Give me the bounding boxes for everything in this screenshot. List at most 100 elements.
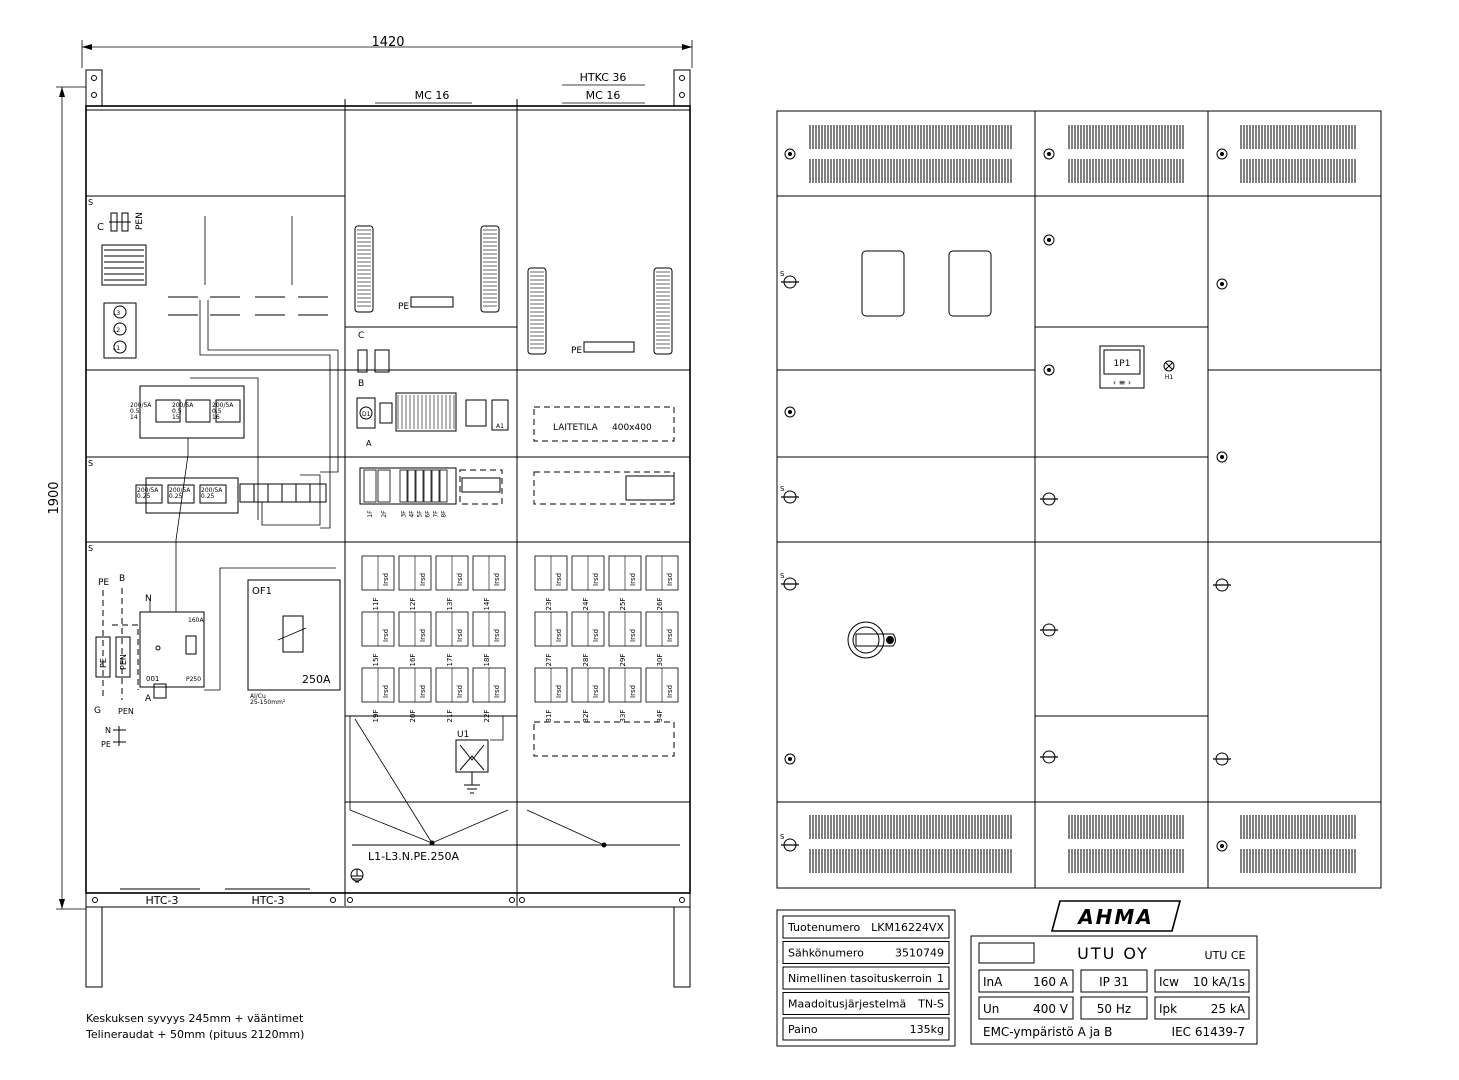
pen-label: PEN — [118, 707, 134, 716]
ct-label: 200/5A — [201, 487, 223, 494]
breaker-label: 14F — [483, 598, 491, 611]
rcd-label: Irsd — [629, 629, 637, 642]
a1-label: A1 — [496, 423, 504, 430]
laitetila-size: 400x400 — [612, 423, 652, 433]
htc-right-label: HTC-3 — [252, 894, 285, 907]
note-rails: Telineraudat + 50mm (pituus 2120mm) — [85, 1028, 304, 1041]
a-label: A — [145, 694, 152, 704]
nameplate-label: Nimellinen tasoituskerroin — [788, 972, 932, 985]
breaker-type: P250 — [186, 676, 201, 683]
emc-environment: EMC-ympäristö A ja B — [983, 1025, 1112, 1039]
nameplate-value: 1 — [937, 972, 944, 985]
ct-label: 15 — [172, 414, 180, 421]
rcd-label: Irsd — [592, 573, 600, 586]
ct-label: 200/5A — [130, 402, 152, 409]
breaker-label: 6F — [425, 510, 432, 518]
rcd-label: Irsd — [419, 629, 427, 642]
meter-label: 1P1 — [1114, 359, 1131, 369]
breaker-label: 1F — [367, 510, 374, 518]
rcd-label: Irsd — [382, 573, 390, 586]
fuse-label: L2 — [113, 327, 120, 334]
breaker-label: 19F — [372, 710, 380, 723]
ct-label: 14 — [130, 414, 138, 421]
breaker-rating: 160A — [188, 617, 204, 624]
breaker-label: 25F — [619, 598, 627, 611]
fuse-label: L1 — [113, 345, 120, 352]
company-name: UTU OY — [1077, 944, 1149, 963]
breaker-label: 21F — [446, 710, 454, 723]
ct-label: 16 — [212, 414, 220, 421]
nameplate-label: Tuotenumero — [787, 921, 861, 934]
indicator-lamp-icon — [1163, 360, 1175, 372]
ct-label: 0.25 — [137, 493, 151, 500]
ct-row1 — [155, 399, 241, 423]
of1-rating: 250A — [302, 673, 331, 686]
s-mark: S — [780, 270, 785, 278]
breaker-label: 27F — [545, 654, 553, 667]
s-mark: S — [780, 833, 785, 841]
s-mark: S — [780, 485, 785, 493]
ct-label: 200/5A — [212, 402, 234, 409]
rating-value: 50 Hz — [1097, 1002, 1131, 1016]
rating-key: Icw — [1159, 975, 1179, 989]
front-view: 1420 1900 MC 16 HTKC 36 MC 16 S — [47, 35, 693, 1041]
pe-label: PE — [571, 346, 582, 356]
pe-label: PE — [398, 302, 409, 312]
breaker-label: 5F — [417, 510, 424, 518]
g-label: G — [94, 706, 101, 716]
c-label: C — [358, 331, 364, 341]
note-depth: Keskuksen syvyys 245mm + vääntimet — [86, 1012, 304, 1025]
cable-size: 25-150mm² — [250, 699, 286, 706]
nameplate-value: LKM16224VX — [871, 921, 944, 934]
blank-field — [978, 942, 1035, 964]
breaker-label: 18F — [483, 654, 491, 667]
ct-label: 200/5A — [169, 487, 191, 494]
main-switch-handle-icon[interactable] — [847, 621, 896, 659]
nameplate-label: Maadoitusjärjestelmä — [788, 998, 906, 1011]
b-label: B — [358, 379, 364, 389]
breaker-label: 16F — [409, 654, 417, 667]
rcd-label: Irsd — [456, 573, 464, 586]
ct-label: 200/5A — [172, 402, 194, 409]
rcd-label: Irsd — [629, 573, 637, 586]
pen-terminal: PEN — [119, 654, 128, 670]
rcd-label: Irsd — [555, 629, 563, 642]
s-mark: S — [88, 544, 93, 553]
breaker-label: 34F — [656, 710, 664, 723]
rcd-label: Irsd — [456, 629, 464, 642]
breaker-label: 15F — [372, 654, 380, 667]
b-label: B — [119, 574, 125, 584]
breaker-group-a: Irsd11FIrsd12FIrsd13FIrsd14FIrsd15FIrsd1… — [361, 555, 506, 723]
brand-logo: AHMA — [1076, 905, 1154, 929]
rcd-label: Irsd — [666, 629, 674, 642]
breaker-label: 2F — [381, 510, 388, 518]
rating-value: IP 31 — [1099, 975, 1129, 989]
breaker-label: 20F — [409, 710, 417, 723]
standard: IEC 61439-7 — [1172, 1025, 1245, 1039]
breaker-label: 23F — [545, 598, 553, 611]
nameplate-value: 3510749 — [895, 947, 944, 960]
breaker-label: 12F — [409, 598, 417, 611]
nameplate-label: Paino — [788, 1023, 818, 1036]
ct-label: 0.5 — [130, 408, 140, 415]
breaker-label: 30F — [656, 654, 664, 667]
busbar-label: L1-L3.N.PE.250A — [368, 850, 460, 863]
breaker-label: 7F — [433, 510, 440, 518]
breaker-label: 32F — [582, 710, 590, 723]
svg-text:‹ ≡ ›: ‹ ≡ › — [1113, 378, 1131, 387]
htkc-label: HTKC 36 — [580, 71, 627, 84]
pe-terminal: PE — [99, 658, 108, 668]
rcd-label: Irsd — [592, 629, 600, 642]
fuse-label: L3 — [113, 310, 120, 317]
pen-label: PEN — [135, 212, 145, 230]
rating-value: 10 kA/1s — [1193, 975, 1245, 989]
breaker-label: 26F — [656, 598, 664, 611]
nameplate-value: 135kg — [910, 1023, 944, 1036]
rcd-label: Irsd — [382, 629, 390, 642]
rail-stripes — [357, 229, 670, 349]
s-mark: S — [88, 459, 93, 468]
rcd-label: Irsd — [666, 685, 674, 698]
breaker-group-b: Irsd23FIrsd24FIrsd25FIrsd26FIrsd27FIrsd2… — [534, 555, 679, 723]
